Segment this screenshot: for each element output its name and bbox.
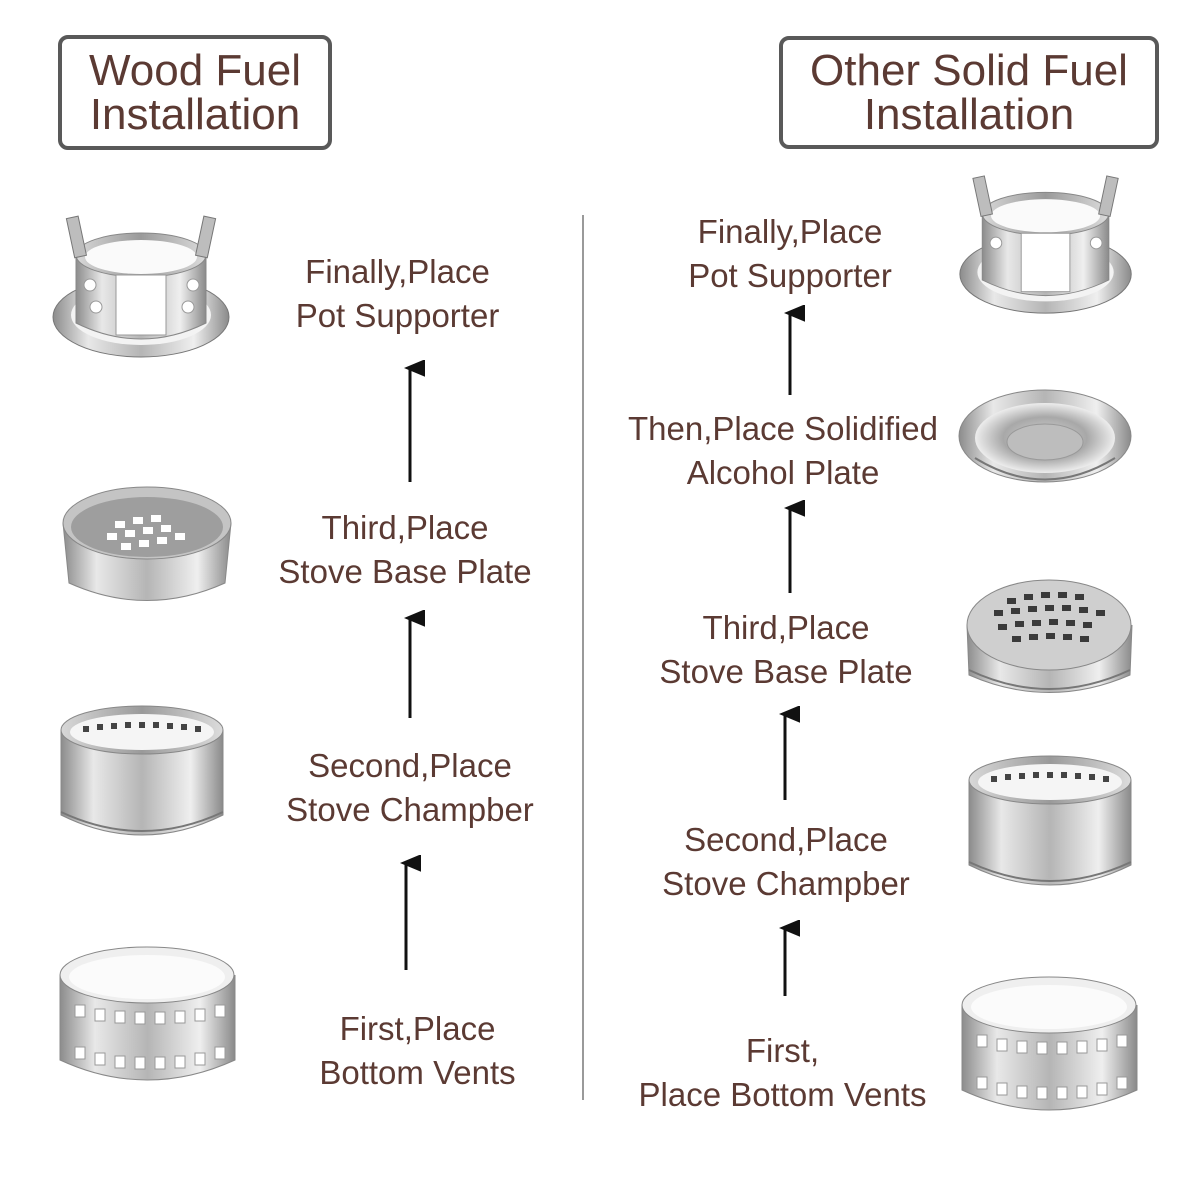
- step-line1: First,: [745, 1032, 820, 1069]
- step-line2: Stove Champber: [662, 865, 910, 902]
- step-line2: Pot Supporter: [688, 257, 892, 294]
- stove-base-plate-image: [966, 579, 1133, 693]
- alcohol-plate-image: [958, 389, 1132, 483]
- solid-step-pot-supporter: Finally,Place Pot Supporter: [660, 210, 920, 298]
- solid-title-line2: Installation: [863, 89, 1075, 139]
- arrow-up-icon: [404, 610, 425, 718]
- solid-step-bottom-vents: First, Place Bottom Vents: [615, 1029, 950, 1117]
- pot-supporter-image: [52, 215, 230, 358]
- pot-supporter-image: [959, 175, 1132, 314]
- solid-step-base-plate: Third,Place Stove Base Plate: [636, 606, 936, 694]
- step-line2: Alcohol Plate: [686, 454, 880, 491]
- step-line2: Pot Supporter: [295, 297, 500, 334]
- step-line1: First,Place: [339, 1010, 496, 1047]
- solid-step-chamber: Second,Place Stove Champber: [636, 818, 936, 906]
- step-line2: Bottom Vents: [319, 1054, 516, 1091]
- bottom-vents-image: [961, 976, 1138, 1111]
- arrow-up-icon: [779, 706, 800, 800]
- step-line2: Stove Base Plate: [659, 653, 913, 690]
- stove-chamber-image: [60, 705, 224, 836]
- arrow-up-icon: [404, 360, 425, 482]
- solid-fuel-title-box: Other Solid Fuel Installation: [779, 36, 1159, 149]
- solid-step-alcohol-plate: Then,Place Solidified Alcohol Plate: [608, 407, 958, 495]
- step-line1: Finally,Place: [305, 253, 490, 290]
- wood-title-line2: Installation: [89, 89, 301, 139]
- step-line2: Stove Champber: [286, 791, 534, 828]
- arrow-up-icon: [779, 920, 800, 996]
- wood-step-chamber: Second,Place Stove Champber: [260, 744, 560, 832]
- step-line1: Second,Place: [684, 821, 888, 858]
- bottom-vents-image: [59, 946, 236, 1081]
- wood-step-bottom-vents: First,Place Bottom Vents: [290, 1007, 545, 1095]
- stove-base-plate-image: [62, 486, 232, 601]
- column-divider: [582, 215, 584, 1100]
- step-line2: Stove Base Plate: [278, 553, 532, 590]
- step-line1: Third,Place: [702, 609, 870, 646]
- solid-title-line1: Other Solid Fuel: [810, 45, 1128, 95]
- step-line1: Then,Place Solidified: [627, 410, 939, 447]
- stove-chamber-image: [968, 755, 1132, 886]
- step-line1: Third,Place: [321, 509, 489, 546]
- arrow-up-icon: [784, 305, 805, 395]
- wood-title-line1: Wood Fuel: [89, 45, 301, 95]
- arrow-up-icon: [400, 855, 421, 970]
- wood-step-base-plate: Third,Place Stove Base Plate: [255, 506, 555, 594]
- step-line2: Place Bottom Vents: [638, 1076, 927, 1113]
- wood-step-pot-supporter: Finally,Place Pot Supporter: [270, 250, 525, 338]
- wood-fuel-title-box: Wood Fuel Installation: [58, 35, 332, 150]
- arrow-up-icon: [784, 500, 805, 593]
- step-line1: Finally,Place: [697, 213, 883, 250]
- step-line1: Second,Place: [308, 747, 512, 784]
